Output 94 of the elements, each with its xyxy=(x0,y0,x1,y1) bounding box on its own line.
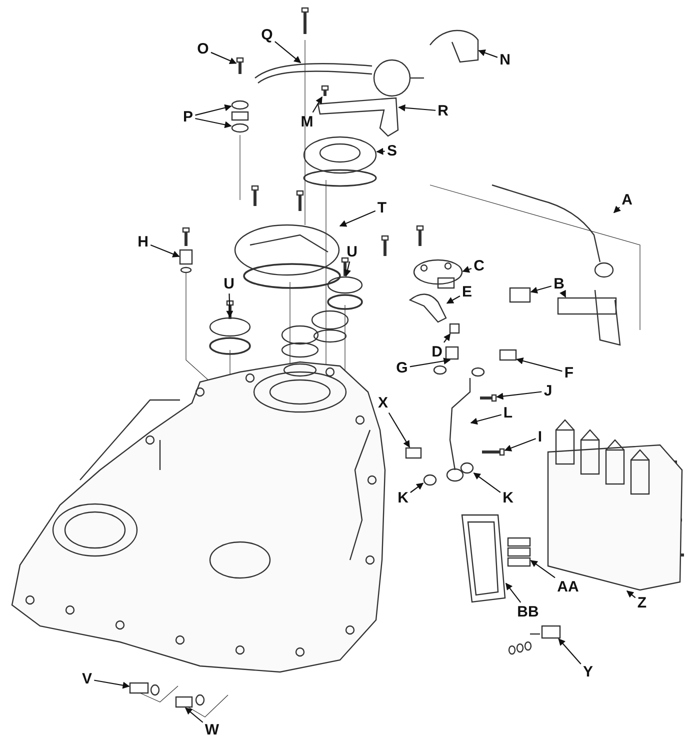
callout-letter: K xyxy=(396,490,410,506)
pipe-outline xyxy=(557,297,617,315)
cover-drawing xyxy=(234,224,340,276)
leader-line xyxy=(504,438,536,452)
switch-outline xyxy=(129,682,149,694)
callout-letter: Y xyxy=(582,664,594,680)
sensor-outline xyxy=(405,447,422,459)
leader-line xyxy=(376,148,385,155)
leader-line xyxy=(530,286,552,294)
callout-letter: BB xyxy=(516,604,540,620)
valve-body-drawing xyxy=(547,419,683,591)
lever-drawing xyxy=(409,294,447,323)
pipe-drawing xyxy=(446,378,471,482)
callout-letter: A xyxy=(620,192,634,208)
leader-line xyxy=(195,104,232,116)
callout-letter: Z xyxy=(636,594,648,612)
bolt-drawing xyxy=(321,85,329,96)
callout-letter: M xyxy=(300,114,314,130)
leader-line xyxy=(496,391,542,400)
leader-line xyxy=(613,206,621,214)
leader-line xyxy=(530,560,556,578)
leader-line xyxy=(195,118,232,128)
leader-line xyxy=(185,708,204,723)
bolt-drawing xyxy=(482,448,505,456)
callout-letter: L xyxy=(502,404,514,422)
washer-drawing xyxy=(231,111,249,133)
gasket-drawing xyxy=(461,514,506,603)
valve-drawing xyxy=(507,537,531,567)
dipstick-drawing xyxy=(492,184,614,278)
callout-letter: E xyxy=(461,284,473,300)
callout-letter: R xyxy=(436,102,450,120)
leader-line xyxy=(560,290,566,298)
callout-letter: U xyxy=(222,276,236,292)
switch-drawing xyxy=(413,259,463,289)
cover-outline xyxy=(327,276,363,294)
callout-letter: P xyxy=(182,108,194,126)
sensor-outline xyxy=(179,249,193,265)
washer-outline xyxy=(231,100,249,110)
callout-letter: V xyxy=(81,670,93,688)
leader-line xyxy=(226,294,234,318)
callout-letter: N xyxy=(498,52,512,68)
clamp-drawing xyxy=(430,30,479,63)
leader-line xyxy=(344,261,351,277)
bolt-drawing xyxy=(480,394,497,402)
leader-line xyxy=(150,244,180,258)
callout-letter: X xyxy=(377,394,389,412)
leader-line xyxy=(446,295,460,304)
leader-line xyxy=(478,49,498,58)
leader-line xyxy=(274,41,302,64)
callout-letter: B xyxy=(552,276,566,292)
leader-line xyxy=(506,582,522,603)
hose-drawing xyxy=(254,63,373,84)
callout-letter: J xyxy=(542,382,554,400)
callout-letter: S xyxy=(386,142,398,160)
washer-outline xyxy=(460,462,474,474)
bracket-drawing xyxy=(317,97,399,137)
switch-outline xyxy=(175,696,193,708)
callout-letter: U xyxy=(346,244,358,260)
leader-line xyxy=(626,590,636,598)
callout-letter: T xyxy=(376,200,388,216)
washer-outline xyxy=(423,474,437,486)
solenoid-outline xyxy=(541,625,561,639)
leader-line xyxy=(312,96,322,113)
bolt-drawing xyxy=(236,57,244,74)
cover-outline xyxy=(209,317,251,337)
leader-line xyxy=(462,266,472,273)
leader-line xyxy=(410,482,424,493)
callout-letter: K xyxy=(502,490,514,506)
fitting-outline xyxy=(509,287,531,303)
callout-letter: F xyxy=(563,364,575,382)
callout-letter: G xyxy=(395,360,409,376)
leader-line xyxy=(94,680,130,689)
callout-letter: D xyxy=(430,344,444,360)
cover-drawing xyxy=(303,136,377,174)
callout-letter: I xyxy=(536,428,544,446)
leader-line xyxy=(516,357,562,372)
callout-letter: Q xyxy=(260,26,274,44)
leader-line xyxy=(410,358,451,368)
callout-letter: AA xyxy=(556,578,580,596)
leader-line xyxy=(339,210,376,227)
clip-outline xyxy=(449,323,460,334)
callout-letter: W xyxy=(204,722,220,738)
callout-letter: C xyxy=(472,258,486,274)
leader-line xyxy=(470,414,502,425)
leader-line xyxy=(398,104,436,112)
leader-line xyxy=(388,412,410,448)
callout-letter: O xyxy=(196,40,210,58)
fitting-outline xyxy=(499,349,517,361)
leader-line xyxy=(444,333,451,343)
leader-line xyxy=(473,472,501,493)
fitting-outline xyxy=(445,346,459,360)
callout-letter: H xyxy=(136,234,150,250)
leader-line xyxy=(558,638,582,664)
leader-line xyxy=(210,52,237,64)
